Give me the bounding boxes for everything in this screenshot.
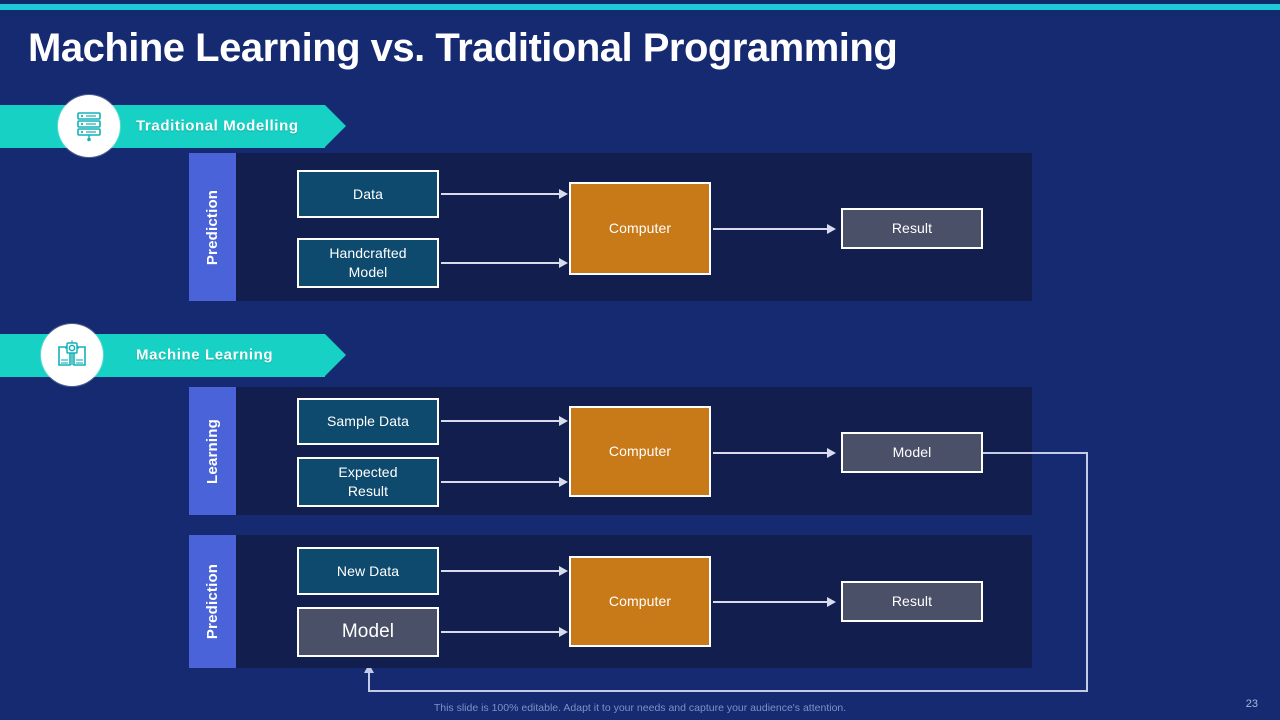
arrow-computer-to-model-learning	[713, 452, 827, 454]
node-handcrafted-model[interactable]: Handcrafted Model	[297, 238, 439, 288]
arrow-sample-data-to-computer	[441, 420, 559, 422]
top-stripe-teal-accent	[0, 4, 1280, 10]
node-computer-prediction[interactable]: Computer	[569, 556, 711, 647]
node-computer-learning[interactable]: Computer	[569, 406, 711, 497]
node-model-output-label: Model	[892, 444, 932, 461]
arrow-head-computer-to-model-learning	[827, 448, 836, 458]
node-expected-result-label-line1: Expected	[338, 464, 398, 481]
node-computer-learning-label: Computer	[608, 443, 672, 460]
top-stripe-navy-upper	[0, 0, 1280, 4]
node-data-label: Data	[353, 185, 383, 202]
node-sample-data[interactable]: Sample Data	[297, 398, 439, 445]
book-chip-icon	[41, 324, 103, 386]
node-result-prediction[interactable]: Result	[841, 581, 983, 622]
arrow-head-new-data-to-computer	[559, 566, 568, 576]
node-handcrafted-model-label-line2: Model	[348, 264, 388, 280]
node-expected-result-label-line2: Result	[347, 483, 389, 499]
arrow-head-data-to-computer	[559, 189, 568, 199]
page-title: Machine Learning vs. Traditional Program…	[28, 26, 898, 70]
node-computer-traditional[interactable]: Computer	[569, 182, 711, 275]
arrow-head-computer-to-result-traditional	[827, 224, 836, 234]
section-banner-traditional-modelling	[0, 105, 346, 148]
arrow-head-model-to-computer	[559, 627, 568, 637]
sidebar-label-learning: Learning	[204, 418, 222, 484]
feedback-loop-segment-bottom	[368, 690, 1088, 692]
feedback-loop-arrow-head	[364, 664, 374, 673]
feedback-loop-segment-up	[368, 672, 370, 691]
arrow-head-handcrafted-to-computer	[559, 258, 568, 268]
node-new-data[interactable]: New Data	[297, 547, 439, 595]
node-model-input[interactable]: Model	[297, 607, 439, 657]
sidebar-bar-prediction-bottom: Prediction	[189, 535, 236, 668]
node-data[interactable]: Data	[297, 170, 439, 218]
node-handcrafted-model-label-line1: Handcrafted	[329, 245, 407, 262]
banner-chevron-point	[325, 105, 346, 147]
sidebar-label-prediction-bottom: Prediction	[204, 563, 222, 640]
arrow-head-computer-to-result-prediction	[827, 597, 836, 607]
node-result-traditional[interactable]: Result	[841, 208, 983, 249]
arrow-handcrafted-to-computer	[441, 262, 559, 264]
node-computer-prediction-label: Computer	[608, 593, 672, 610]
arrow-model-to-computer	[441, 631, 559, 633]
node-new-data-label: New Data	[336, 562, 400, 579]
sidebar-bar-learning: Learning	[189, 387, 236, 515]
node-expected-result[interactable]: Expected Result	[297, 457, 439, 507]
arrow-computer-to-result-prediction	[713, 601, 827, 603]
node-computer-traditional-label: Computer	[608, 220, 672, 237]
arrow-expected-result-to-computer	[441, 481, 559, 483]
section-banner-label-traditional: Traditional Modelling	[136, 117, 299, 135]
arrow-head-sample-data-to-computer	[559, 416, 568, 426]
top-stripe-navy-lower	[0, 10, 1280, 16]
node-result-traditional-label: Result	[891, 220, 933, 237]
feedback-loop-segment-right	[983, 452, 1088, 454]
banner-chevron-point-ml	[325, 334, 346, 376]
footer-note: This slide is 100% editable. Adapt it to…	[433, 702, 847, 714]
feedback-loop-segment-down	[1086, 452, 1088, 691]
sidebar-bar-prediction-top: Prediction	[189, 153, 236, 301]
node-sample-data-label: Sample Data	[326, 413, 410, 430]
arrow-head-expected-result-to-computer	[559, 477, 568, 487]
arrow-new-data-to-computer	[441, 570, 559, 572]
sidebar-label-prediction-top: Prediction	[204, 189, 222, 265]
node-model-output[interactable]: Model	[841, 432, 983, 473]
arrow-computer-to-result-traditional	[713, 228, 827, 230]
arrow-data-to-computer	[441, 193, 559, 195]
node-result-prediction-label: Result	[891, 593, 933, 610]
section-banner-label-machine-learning: Machine Learning	[136, 346, 274, 364]
node-model-input-label: Model	[341, 621, 395, 643]
server-stack-icon	[58, 95, 120, 157]
page-number: 23	[1245, 698, 1258, 710]
